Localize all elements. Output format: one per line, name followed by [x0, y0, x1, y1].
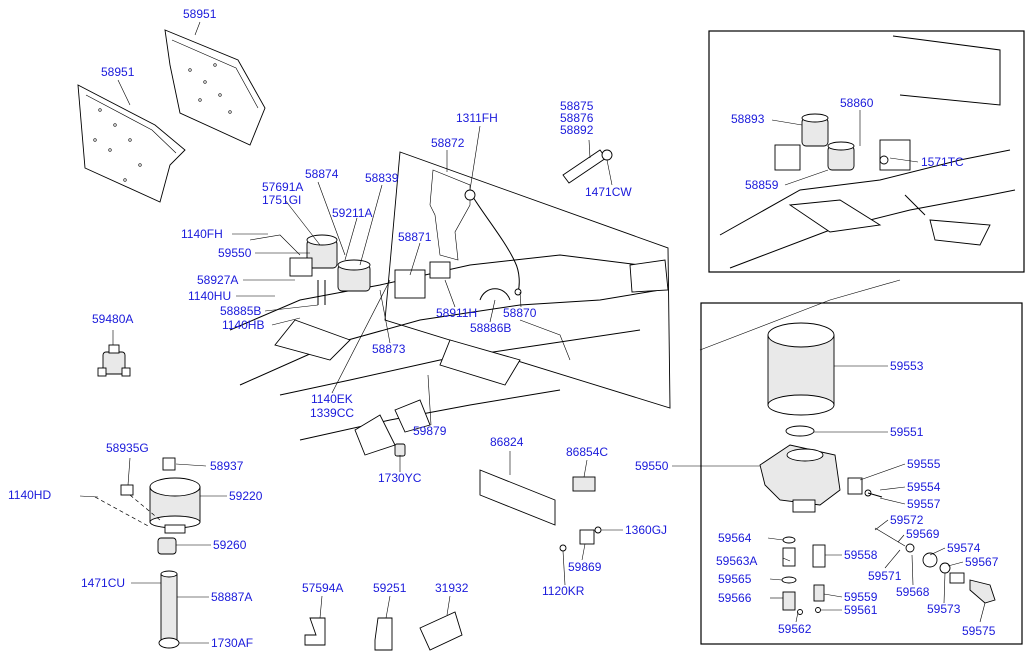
part-label-58859[interactable]: 58859	[745, 178, 779, 192]
part-label-59565[interactable]: 59565	[718, 572, 752, 586]
part-label-59568[interactable]: 59568	[896, 585, 930, 599]
part-label-59566[interactable]: 59566	[718, 591, 752, 605]
floor-panel-lower	[77, 84, 186, 203]
valve-59480a	[97, 344, 131, 377]
part-label-1140fh[interactable]: 1140FH	[181, 227, 223, 241]
part-label-58887a[interactable]: 58887A	[211, 590, 253, 604]
part-label-58874[interactable]: 58874	[305, 167, 339, 181]
part-label-1140hu[interactable]: 1140HU	[188, 289, 232, 303]
part-label-59559[interactable]: 59559	[844, 590, 878, 604]
part-label-57691a[interactable]: 57691A	[262, 180, 304, 194]
part-label-59211a[interactable]: 59211A	[332, 206, 373, 220]
part-label-59574[interactable]: 59574	[947, 541, 981, 555]
part-label-59551[interactable]: 59551	[890, 425, 924, 439]
inset-frame-bottom	[700, 302, 1023, 645]
part-label-59550-main[interactable]: 59550	[218, 246, 252, 260]
part-label-58927a[interactable]: 58927A	[197, 273, 239, 287]
part-label-59575[interactable]: 59575	[962, 624, 996, 638]
part-label-59571[interactable]: 59571	[868, 569, 902, 583]
part-label-1120kr[interactable]: 1120KR	[542, 584, 585, 598]
part-label-58951-upper[interactable]: 58951	[183, 7, 217, 21]
part-label-58911h[interactable]: 58911H	[436, 306, 478, 320]
part-label-58870[interactable]: 58870	[503, 306, 537, 320]
part-label-59869[interactable]: 59869	[568, 560, 602, 574]
part-label-58839[interactable]: 58839	[365, 171, 399, 185]
part-label-59554[interactable]: 59554	[907, 480, 941, 494]
part-label-59562[interactable]: 59562	[778, 622, 812, 636]
part-label-59251[interactable]: 59251	[373, 581, 407, 595]
part-label-58892[interactable]: 58892	[560, 123, 594, 137]
air-dryer-59220	[79, 457, 201, 555]
floor-panel-upper	[164, 29, 266, 146]
part-label-1140hb[interactable]: 1140HB	[222, 318, 265, 332]
part-label-58885b[interactable]: 58885B	[220, 304, 262, 318]
part-label-59567[interactable]: 59567	[965, 555, 999, 569]
part-label-31932[interactable]: 31932	[435, 581, 469, 595]
part-label-1339cc[interactable]: 1339CC	[310, 406, 355, 420]
part-label-1140ek[interactable]: 1140EK	[311, 392, 353, 406]
part-label-59561[interactable]: 59561	[844, 603, 878, 617]
inset-frame-top	[708, 30, 1025, 273]
part-label-58860[interactable]: 58860	[840, 96, 874, 110]
leader-lines	[112, 21, 986, 644]
part-label-59573[interactable]: 59573	[927, 602, 961, 616]
part-label-58872[interactable]: 58872	[431, 136, 465, 150]
part-label-1471cu[interactable]: 1471CU	[81, 576, 126, 590]
part-label-1730yc[interactable]: 1730YC	[378, 471, 422, 485]
bracket-86824	[479, 469, 596, 526]
part-label-59480a[interactable]: 59480A	[92, 312, 134, 326]
part-label-58875[interactable]: 58875	[560, 99, 594, 113]
part-label-58893[interactable]: 58893	[731, 112, 765, 126]
part-label-1471cw[interactable]: 1471CW	[585, 185, 632, 199]
part-label-86854c[interactable]: 86854C	[566, 445, 609, 459]
part-label-86824[interactable]: 86824	[490, 435, 524, 449]
part-label-59553[interactable]: 59553	[890, 359, 924, 373]
part-label-58935g[interactable]: 58935G	[106, 441, 149, 455]
part-label-58871[interactable]: 58871	[398, 230, 432, 244]
part-label-59557[interactable]: 59557	[907, 497, 941, 511]
part-label-59220[interactable]: 59220	[229, 489, 263, 503]
part-label-59563a[interactable]: 59563A	[716, 554, 758, 568]
part-label-1751gi[interactable]: 1751GI	[262, 193, 302, 207]
part-label-58886b[interactable]: 58886B	[470, 321, 512, 335]
part-label-59564[interactable]: 59564	[718, 531, 752, 545]
chassis-frame	[229, 234, 669, 456]
part-label-57594a[interactable]: 57594A	[302, 581, 344, 595]
part-label-59558[interactable]: 59558	[844, 548, 878, 562]
part-label-1311fh[interactable]: 1311FH	[456, 111, 498, 125]
part-label-1140hd[interactable]: 1140HD	[8, 488, 52, 502]
part-label-59555[interactable]: 59555	[907, 457, 941, 471]
inset-bottom-content	[759, 322, 996, 615]
part-label-1571tc[interactable]: 1571TC	[921, 155, 964, 169]
part-label-1730af[interactable]: 1730AF	[211, 636, 254, 650]
part-label-59879[interactable]: 59879	[413, 424, 447, 438]
inset-top-content	[699, 35, 1016, 351]
part-label-58873[interactable]: 58873	[372, 342, 406, 356]
small-brackets	[304, 443, 602, 651]
part-label-1360gj[interactable]: 1360GJ	[625, 523, 668, 537]
part-label-59572[interactable]: 59572	[890, 513, 924, 527]
part-label-58937[interactable]: 58937	[210, 459, 244, 473]
part-label-59260[interactable]: 59260	[213, 538, 247, 552]
hose-58875	[562, 149, 613, 184]
part-label-59569[interactable]: 59569	[906, 527, 940, 541]
part-label-58876[interactable]: 58876	[560, 111, 594, 125]
tube-58887a	[158, 570, 180, 649]
part-label-59550-inset[interactable]: 59550	[635, 459, 669, 473]
part-label-58951-lower[interactable]: 58951	[101, 65, 135, 79]
